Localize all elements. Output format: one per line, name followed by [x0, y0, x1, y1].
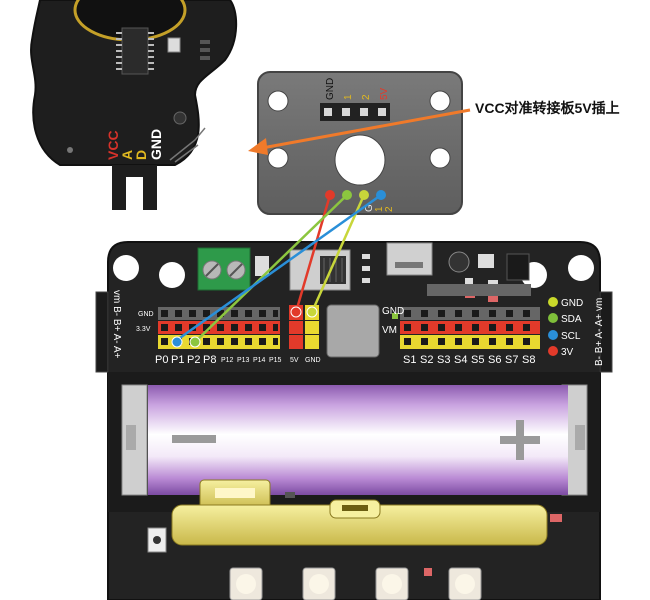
right-side-label: B- B+ A- A+ vm	[594, 298, 605, 366]
sensor-ic-chip	[121, 27, 149, 75]
pin-label-p0: P0	[155, 354, 168, 366]
wire-green	[194, 194, 348, 343]
servo-gnd-label: GND	[382, 306, 404, 317]
sensor-pin-a: A	[119, 150, 135, 160]
left-side-label: vm B- B+ A- A+	[111, 290, 122, 359]
adapter-pin-1: 1	[343, 94, 354, 100]
wires	[176, 193, 382, 343]
sensor-pin-vcc: VCC	[105, 130, 121, 160]
adapter-board	[257, 71, 463, 215]
servo-label-s5: S5	[471, 354, 484, 366]
expansion-board	[95, 241, 613, 600]
row-label-gnd: GND	[138, 311, 154, 318]
main-chip	[326, 304, 380, 358]
legend-label-sda: SDA	[561, 314, 582, 325]
legend-label-gnd: GND	[561, 298, 583, 309]
legend-dot-sda	[548, 313, 558, 323]
wire-red	[294, 194, 332, 313]
sensor-pin-d: D	[133, 150, 149, 160]
battery-minus-sign	[172, 435, 216, 443]
adapter-pad-2: 2	[384, 206, 395, 212]
usb-port	[386, 242, 433, 276]
sensor-pin-gnd: GND	[148, 129, 164, 160]
servo-label-s4: S4	[454, 354, 467, 366]
legend-dot-3v	[548, 346, 558, 356]
pin-label-p12: P12	[221, 357, 234, 364]
pin-label-p14: P14	[253, 357, 266, 364]
callout-text: VCC对准转接板5V插上	[475, 100, 620, 116]
wire-blue	[176, 193, 382, 342]
adapter-pin-2: 2	[361, 94, 372, 100]
row-label-3v3: 3.3V	[136, 326, 151, 333]
adapter-pad-g: G	[364, 204, 375, 212]
legend-dot-gnd	[548, 297, 558, 307]
sensor-module	[30, 0, 238, 210]
servo-label-s8: S8	[522, 354, 535, 366]
battery	[148, 385, 568, 495]
pin-label-p13: P13	[237, 357, 250, 364]
adapter-pad-1: 1	[374, 206, 385, 212]
callout-arrow	[248, 108, 471, 155]
legend-dot-scl	[548, 330, 558, 340]
servo-pin-header	[400, 307, 540, 349]
adapter-pin-gnd: GND	[325, 78, 336, 100]
servo-vm-label: VM	[382, 325, 397, 336]
servo-label-s3: S3	[437, 354, 450, 366]
adapter-header	[320, 103, 390, 121]
legend-label-scl: SCL	[561, 331, 581, 342]
servo-label-s6: S6	[488, 354, 501, 366]
pin-label-p2: P2	[187, 354, 200, 366]
power-label-5v: 5V	[290, 357, 299, 364]
power-label-gnd: GND	[305, 357, 321, 364]
adapter-pin-5v: 5V	[379, 87, 390, 100]
pin-label-p1: P1	[171, 354, 184, 366]
legend-label-3v: 3V	[561, 347, 574, 358]
pin-label-p8: P8	[203, 354, 216, 366]
servo-label-s1: S1	[403, 354, 416, 366]
servo-label-s2: S2	[420, 354, 433, 366]
servo-label-s7: S7	[505, 354, 518, 366]
pin-label-p15: P15	[269, 357, 282, 364]
